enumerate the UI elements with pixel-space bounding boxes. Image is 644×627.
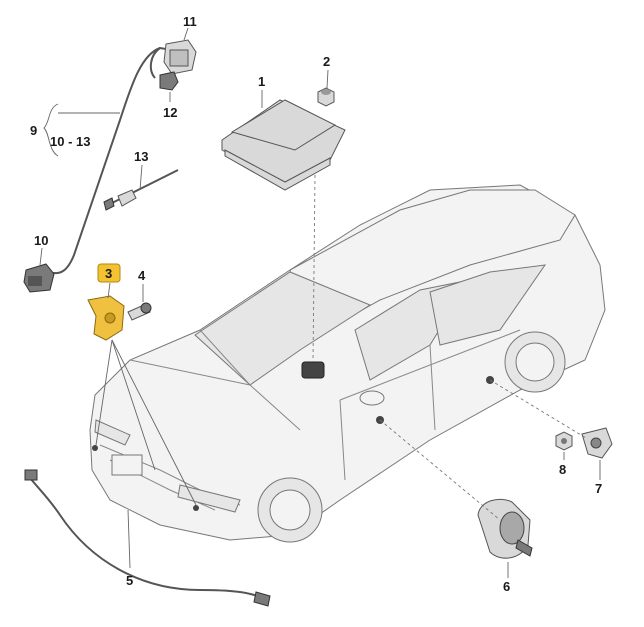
- cable-harness-part: [44, 46, 173, 275]
- nut-part-2: [555, 431, 573, 451]
- callout-9-range: 10 - 13: [50, 134, 90, 149]
- cable-tie-part: [103, 169, 179, 211]
- front-rim: [269, 489, 311, 531]
- connector-part-11: [163, 39, 197, 75]
- headlight-left: [94, 419, 131, 446]
- callout-12: 12: [163, 105, 177, 120]
- callout-7: 7: [595, 481, 602, 496]
- callout-9: 9: [30, 123, 37, 138]
- rear-sensor-part: [581, 427, 613, 459]
- callout-11: 11: [183, 14, 197, 29]
- callout-10: 10: [34, 233, 48, 248]
- bracket-9: [43, 103, 59, 157]
- front-sensor-mark-right: [193, 505, 199, 511]
- wiring-harness-part: [24, 469, 271, 607]
- callout-5: 5: [126, 573, 133, 588]
- crash-sensor-part: [87, 295, 125, 341]
- callout-3: 3: [105, 266, 112, 281]
- callout-8: 8: [559, 462, 566, 477]
- grille-logo-area: [111, 454, 143, 476]
- rear-rim: [515, 342, 555, 382]
- callout-2: 2: [323, 54, 330, 69]
- nut-part: [317, 87, 335, 107]
- car-body: [89, 184, 606, 543]
- connector-part-12: [159, 71, 179, 91]
- side-mirror: [359, 390, 385, 406]
- headlight-right: [177, 484, 241, 513]
- callout-4: 4: [138, 268, 146, 283]
- control-unit-part: [221, 99, 346, 191]
- callout-3-badge: [97, 263, 121, 283]
- callout-1: 1: [258, 74, 265, 89]
- callout-6: 6: [503, 579, 510, 594]
- dash-sensor-mark: [301, 361, 325, 379]
- connector-part-10: [23, 263, 55, 293]
- bolt-part: [127, 302, 152, 321]
- front-sensor-mark-left: [92, 445, 98, 451]
- door-pressure-sensor-part: [477, 498, 533, 559]
- callout-13: 13: [134, 149, 148, 164]
